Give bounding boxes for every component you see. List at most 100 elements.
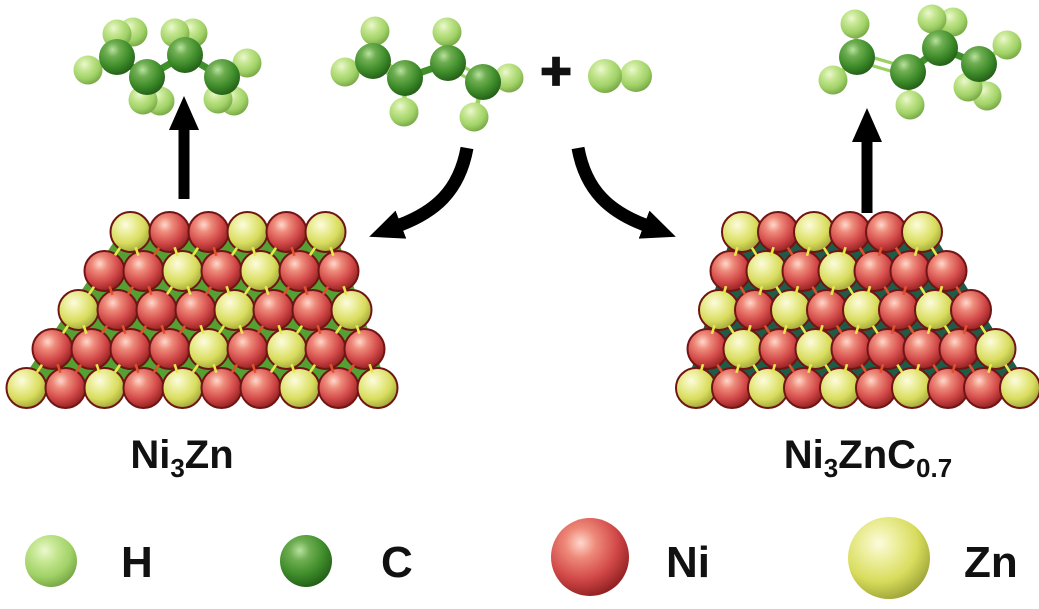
ni-atom (226, 328, 269, 370)
legend-nickel-label: Ni (666, 538, 710, 587)
hydrogen-atom (895, 90, 925, 120)
slab-bond-tick (913, 246, 919, 257)
ni-atom (317, 250, 360, 292)
ni-atom (200, 367, 243, 409)
slab-bond-tick (854, 324, 860, 335)
zn-atom (721, 211, 763, 253)
carbon-atom (355, 43, 391, 79)
zn-atom (793, 211, 835, 253)
hydrogen-atom (432, 17, 462, 47)
molecule-butane (73, 17, 262, 116)
slab-bond-tick (805, 246, 811, 257)
hydrogen-atom (389, 97, 419, 127)
slab-bond-tick (225, 285, 231, 296)
zn-atom (675, 367, 717, 409)
ni-atom (265, 211, 308, 253)
slab-bond-tick (199, 324, 205, 335)
slab-bond-tick (883, 285, 891, 296)
slab-bond-tick (165, 286, 174, 295)
carbon-atom (204, 59, 240, 95)
carbon-atom (465, 64, 501, 100)
slab-bond-tick (329, 246, 335, 257)
slab-bond-tick (841, 246, 847, 257)
hydrogen-atom (494, 63, 524, 93)
slab-bond-tick (752, 363, 760, 374)
slab-bond-tick (1004, 363, 1012, 374)
carbon-atom (922, 30, 958, 66)
slab-bond-tick (191, 247, 200, 256)
slab-bond-tick (782, 324, 788, 335)
slab-bond-tick (794, 285, 800, 296)
slab-bond-tick (108, 285, 114, 296)
ni-atom (855, 367, 897, 409)
slab-bond-tick (95, 363, 101, 374)
ni-atom (148, 328, 191, 370)
slab-bond-tick (251, 363, 257, 374)
slab-bond-tick (894, 246, 902, 257)
slab-bond-tick (264, 285, 270, 296)
slab-bond-tick (82, 324, 88, 335)
slab-bond-tick (35, 364, 44, 373)
slab-bond-tick (866, 285, 872, 296)
slab-bond-tick (926, 324, 932, 335)
carbon-atom (890, 54, 926, 90)
catalyst-label-right: Ni3ZnC0.7 (784, 433, 952, 483)
molecule-butene (818, 4, 1022, 120)
arrows (169, 96, 882, 239)
legend-nickel-sphere (551, 518, 629, 596)
zn-atom (891, 367, 933, 409)
slab-bond-tick (303, 285, 309, 296)
zn-atom (747, 367, 789, 409)
slab-bond-tick (126, 286, 135, 295)
ni-atom (252, 289, 295, 331)
slab-bond-tick (860, 363, 868, 374)
zn-atom (330, 289, 373, 331)
slab-bond-tick (835, 324, 843, 335)
hydrogen-atom (232, 48, 262, 78)
zn-atom (57, 289, 100, 331)
slab-bond-tick (902, 285, 908, 296)
zn-atom (187, 328, 230, 370)
slab-bond-tick (152, 247, 161, 256)
ni-atom (291, 289, 334, 331)
slab-bond-tick (769, 246, 775, 257)
molecule-butadiene (330, 16, 524, 132)
slab-bond-tick (843, 363, 849, 374)
zn-atom (722, 328, 765, 370)
slab-bond-tick (290, 246, 296, 257)
slab-bond-tick (282, 286, 291, 295)
legend-zinc-label: Zn (964, 538, 1018, 587)
slab-bond-tick (830, 285, 836, 296)
ni-atom (830, 328, 873, 370)
slab-bond-tick (871, 324, 879, 335)
zn-atom (161, 250, 204, 292)
hydrogen-atom (917, 4, 947, 34)
legend-hydrogen-sphere (25, 535, 77, 587)
slab-bond-tick (733, 246, 739, 257)
hydrogen-atom (992, 30, 1022, 60)
arrow-curved-right (571, 146, 676, 239)
zn-atom (239, 250, 282, 292)
slab-bond-tick (160, 324, 166, 335)
slab-bond-tick (256, 325, 265, 334)
slab-bond-tick (238, 324, 244, 335)
legend-carbon-sphere (280, 535, 332, 587)
ni-atom (96, 289, 139, 331)
carbon-atom (387, 60, 423, 96)
ni-atom (865, 211, 907, 253)
slab-bond-tick (251, 246, 257, 257)
slab-bond-tick (968, 363, 976, 374)
slab-bond-tick (134, 246, 140, 257)
slab-bond-tick (230, 364, 239, 373)
legend-zinc-sphere (848, 517, 930, 599)
slab-bond-tick (139, 325, 148, 334)
ni-atom (187, 211, 230, 253)
carbon-atom (129, 59, 165, 95)
carbon-atom (167, 37, 203, 73)
zn-atom (698, 289, 740, 331)
slab-bond-tick (811, 285, 819, 296)
hydrogen-atom (360, 16, 390, 46)
ni-atom (200, 250, 243, 292)
